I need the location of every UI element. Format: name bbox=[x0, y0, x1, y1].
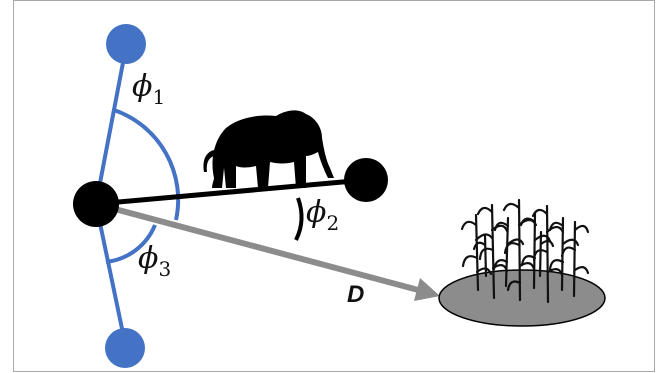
crop-field-icon bbox=[460, 198, 590, 304]
heading-joint bbox=[344, 158, 388, 202]
phi1-label: ϕ1 bbox=[132, 69, 165, 109]
phi2-label: ϕ2 bbox=[306, 195, 339, 235]
field-ellipse bbox=[438, 269, 606, 327]
phi2-arc bbox=[294, 197, 304, 241]
upper-joint bbox=[106, 24, 146, 64]
phi3-arc bbox=[105, 224, 157, 264]
heading-line bbox=[95, 177, 366, 207]
distance-arrow-head bbox=[414, 278, 440, 301]
center-joint bbox=[73, 181, 119, 227]
phi3-label: ϕ3 bbox=[138, 241, 171, 281]
phi1-arc bbox=[113, 108, 181, 221]
distance-label: D bbox=[347, 281, 364, 308]
lower-axis-line bbox=[94, 203, 127, 344]
lower-joint bbox=[105, 328, 145, 368]
distance-arrow-shaft bbox=[95, 201, 423, 294]
upper-axis-line bbox=[94, 46, 128, 205]
elephant-silhouette bbox=[203, 110, 334, 188]
